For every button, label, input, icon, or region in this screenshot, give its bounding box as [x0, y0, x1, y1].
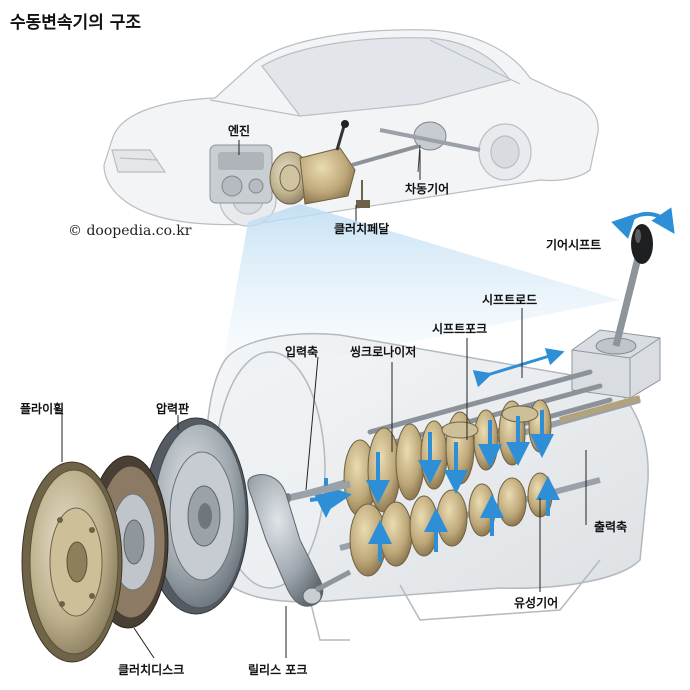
label-release-fork: 릴리스 포크: [248, 663, 308, 677]
label-shift-rod: 시프트로드: [482, 293, 538, 307]
car-differential: [379, 121, 481, 173]
page-title: 수동변속기의 구조: [10, 13, 142, 33]
car-ghost: [103, 29, 599, 227]
shift-tower: [571, 207, 675, 399]
rotation-arrows: [309, 410, 560, 562]
car-transmission: [269, 120, 441, 208]
label-clutch-pedal: 클러치페달: [334, 222, 390, 236]
label-output-shaft: 출력축: [594, 520, 628, 534]
copyright-text: © doopedia.co.kr: [68, 223, 192, 239]
part-leader-lines: [61, 308, 587, 659]
label-shift-fork: 시프트포크: [432, 322, 488, 336]
label-flywheel: 플라이휠: [20, 402, 65, 416]
label-gear-shift: 기어시프트: [546, 238, 602, 252]
label-synchronizer: 씽크로나이저: [350, 345, 417, 359]
shift-rod-arrow: [472, 348, 565, 388]
label-pressure-plate: 압력판: [156, 402, 190, 416]
release-fork: [247, 474, 352, 607]
label-idler-gear: 유성기어: [514, 596, 559, 610]
flywheel: [21, 461, 123, 663]
label-input-shaft: 입력축: [285, 345, 319, 359]
output-shaft: [559, 395, 641, 423]
engine-block: [209, 144, 273, 204]
label-clutch-disc: 클러치디스크: [118, 663, 185, 677]
pressure-plate: [143, 417, 249, 615]
label-differential: 차동기어: [405, 182, 450, 196]
label-engine: 엔진: [228, 124, 251, 138]
